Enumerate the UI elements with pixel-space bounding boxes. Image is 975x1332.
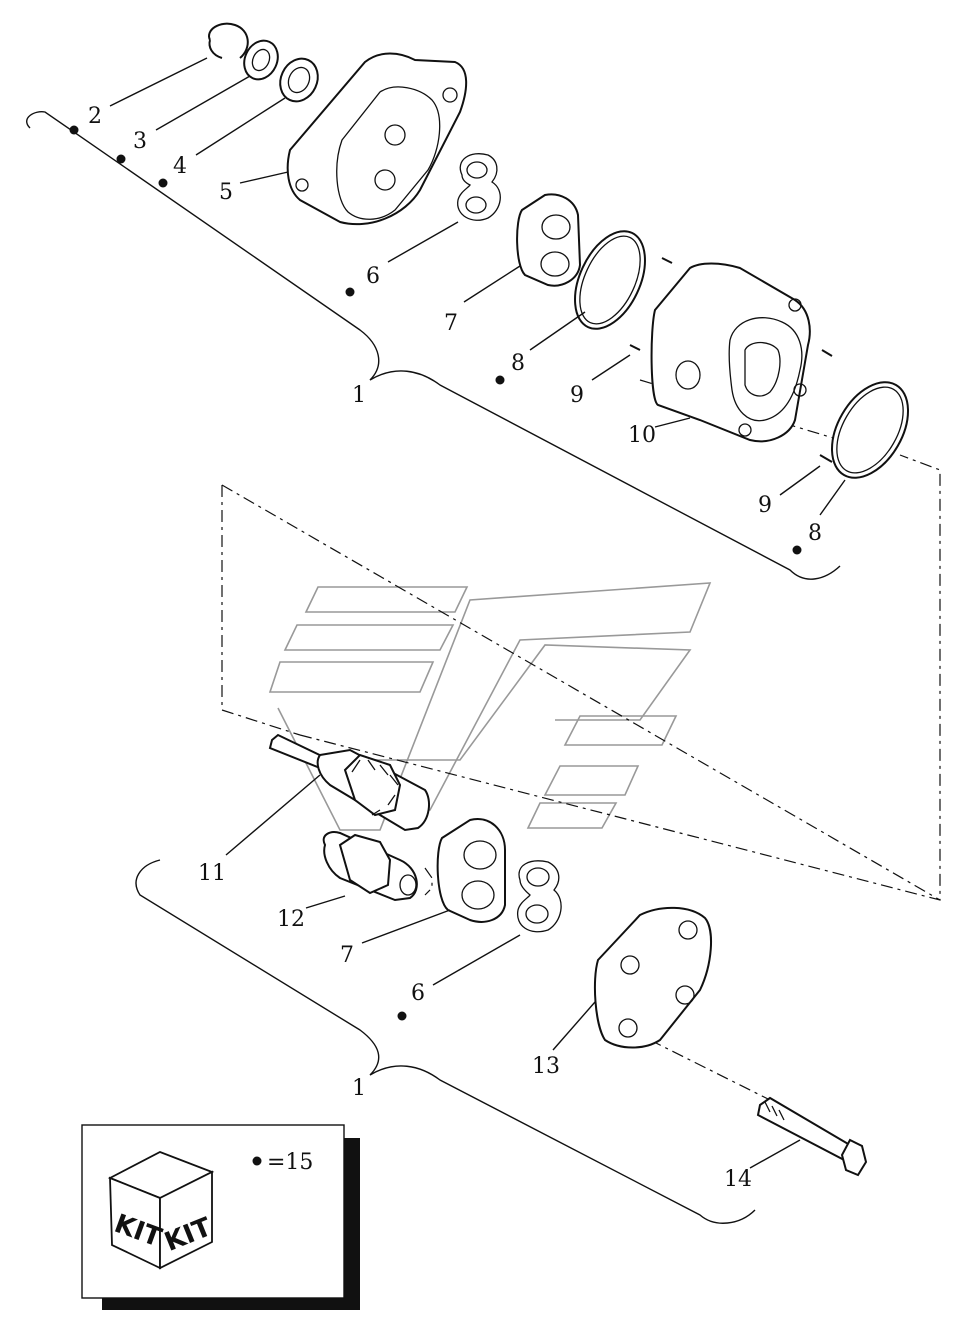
callout-7-upper: 7 <box>444 311 458 336</box>
callout-6-upper: 6 <box>366 264 380 289</box>
front-cover-part-5 <box>286 52 468 226</box>
bearing-part-4 <box>279 57 319 103</box>
o-ring-part-8-lower <box>831 381 909 479</box>
legend-dot-meaning: =15 <box>267 1150 313 1175</box>
gasket-part-6-upper <box>457 153 501 221</box>
dowel-pin-part-9-upper <box>629 257 673 351</box>
kit-legend: KIT KIT =15 <box>81 1124 360 1310</box>
callout-3: 3 <box>133 129 147 154</box>
callout-1-lower: 1 <box>352 1076 366 1101</box>
gasket-part-6-lower <box>517 860 562 933</box>
callout-5: 5 <box>219 180 233 205</box>
driven-gear-part-12 <box>322 831 418 902</box>
callout-8-lower: 8 <box>808 521 822 546</box>
callout-8-upper: 8 <box>511 351 525 376</box>
group-bracket-upper <box>26 111 841 580</box>
kit-dots <box>69 125 802 1021</box>
callout-12: 12 <box>277 907 305 932</box>
callout-13: 13 <box>532 1054 560 1079</box>
callout-6-lower: 6 <box>411 981 425 1006</box>
bolt-part-14 <box>756 1096 868 1177</box>
callout-10: 10 <box>628 423 656 448</box>
kit-cube-icon: KIT KIT <box>107 1151 216 1270</box>
o-ring-part-8-upper <box>574 230 646 330</box>
bushing-block-part-7-upper <box>516 193 582 287</box>
rear-cover-part-13 <box>593 906 712 1049</box>
callout-14: 14 <box>724 1167 752 1192</box>
watermark-logo <box>268 582 712 831</box>
pump-body-part-10 <box>650 262 811 443</box>
callout-labels: 2 3 4 5 6 7 8 9 10 9 8 1 11 12 7 6 13 1 … <box>88 104 822 1192</box>
leader-lines <box>109 57 846 1169</box>
group-bracket-lower <box>135 859 756 1224</box>
callout-2: 2 <box>88 104 102 129</box>
dowel-pin-part-9-lower <box>819 349 833 463</box>
seal-part-3 <box>243 39 279 81</box>
bushing-block-part-7-lower <box>436 818 506 923</box>
legend-dot <box>252 1156 262 1166</box>
callout-9-lower: 9 <box>758 493 772 518</box>
callout-4: 4 <box>173 154 187 179</box>
drive-shaft-gear-part-11 <box>268 733 431 832</box>
retaining-ring-part-2 <box>208 22 249 59</box>
callout-9-upper: 9 <box>570 383 584 408</box>
callout-1-upper: 1 <box>352 383 366 408</box>
callout-11: 11 <box>198 861 226 886</box>
callout-7-lower: 7 <box>340 943 354 968</box>
